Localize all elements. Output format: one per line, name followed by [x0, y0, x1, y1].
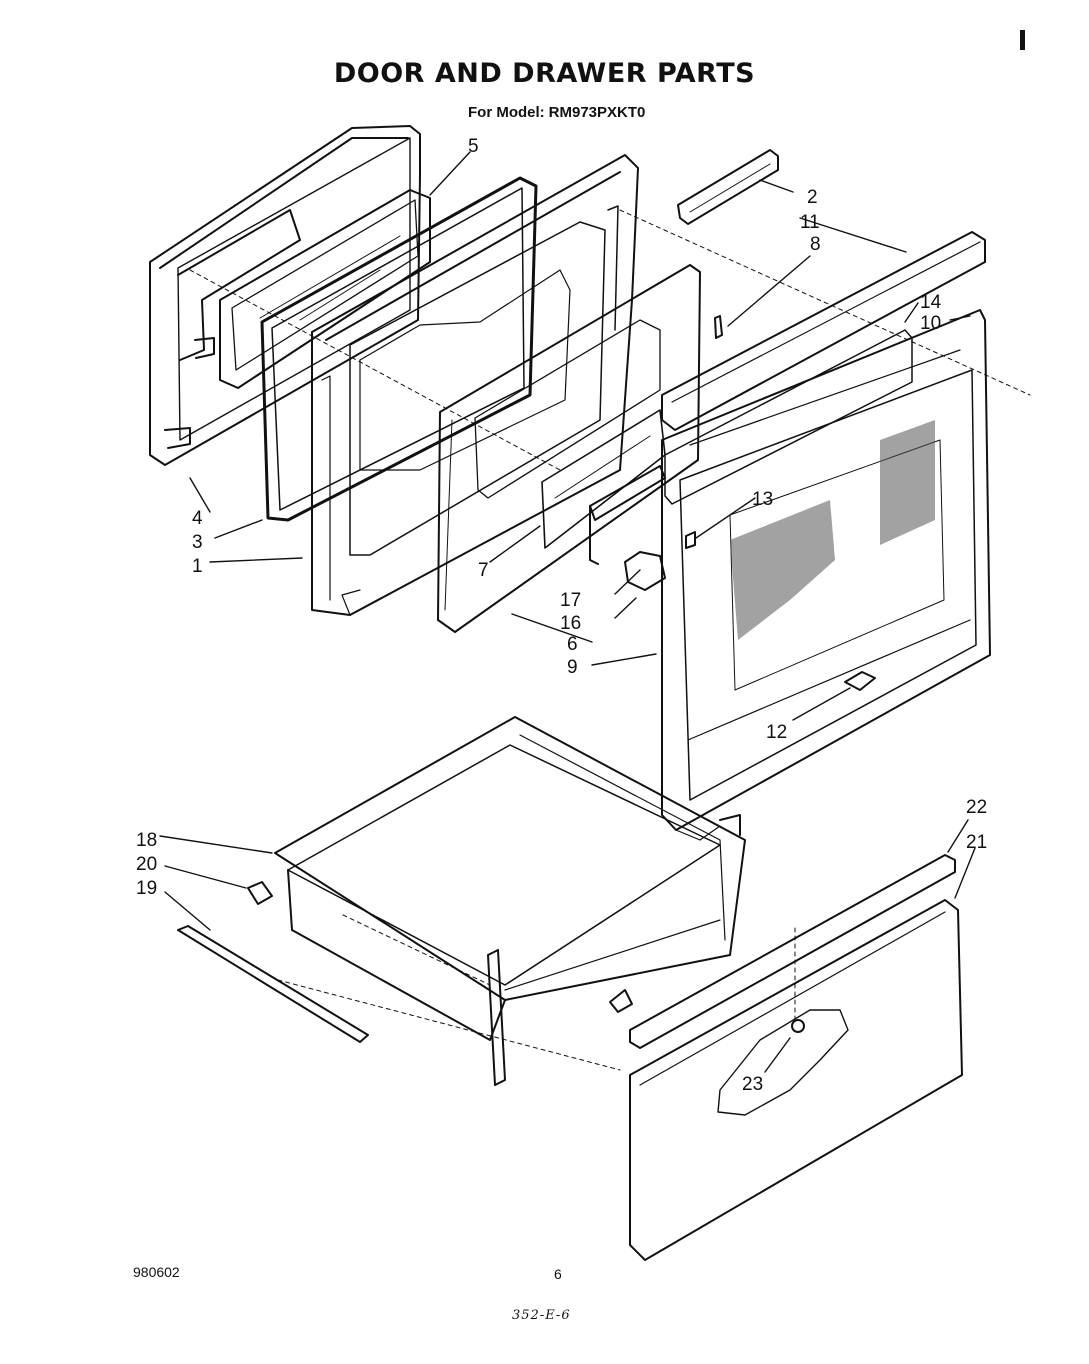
- part-23-badge: [717, 1009, 849, 1116]
- part-18-drawer: [274, 716, 746, 1041]
- part-21-drawer-front: [629, 899, 963, 1261]
- label-23: 23: [742, 1074, 763, 1095]
- model-label: For Model:: [468, 104, 545, 121]
- page-title: DOOR AND DRAWER PARTS: [333, 58, 756, 89]
- leader-lines: [159, 151, 976, 1073]
- label-2: 2: [807, 187, 818, 208]
- document-code: 980602: [133, 1264, 180, 1280]
- part-3-gasket: [260, 176, 538, 522]
- page-number: 6: [554, 1266, 562, 1282]
- label-18: 18: [136, 830, 157, 851]
- part-labels: 5 2 11 8 14 10 13 4 3 1 7 17 16 6 9 12 2…: [136, 136, 987, 1095]
- part-13-clip: [685, 531, 696, 549]
- model-number: RM973PXKT0: [548, 104, 646, 121]
- label-12: 12: [766, 722, 787, 743]
- label-10: 10: [920, 313, 941, 334]
- label-9: 9: [567, 657, 578, 678]
- label-5: 5: [468, 136, 479, 157]
- part-8-clip: [714, 315, 723, 339]
- label-4: 4: [192, 508, 203, 529]
- drawer-slide: [487, 949, 506, 1086]
- part-5-glass-pack: [219, 189, 431, 389]
- label-13: 13: [752, 489, 773, 510]
- label-7: 7: [478, 560, 489, 581]
- door-window-screen: [730, 420, 935, 640]
- label-3: 3: [192, 532, 203, 553]
- part-6-liner: [437, 264, 701, 633]
- part-9-outer-door: [661, 309, 991, 841]
- part-12-handle-clip: [844, 671, 876, 691]
- label-8: 8: [810, 234, 821, 255]
- label-22: 22: [966, 797, 987, 818]
- label-19: 19: [136, 878, 157, 899]
- label-1: 1: [192, 556, 203, 577]
- label-21: 21: [966, 832, 987, 853]
- label-20: 20: [136, 854, 157, 875]
- corner-mark: [1020, 30, 1025, 50]
- part-20-glide: [247, 881, 273, 905]
- part-19-rail: [177, 925, 369, 1043]
- part-22-trim: [629, 854, 956, 1049]
- label-11: 11: [800, 212, 820, 233]
- label-17: 17: [560, 590, 581, 611]
- part-4-door-liner: [149, 125, 421, 466]
- part-1-inner-door: [311, 154, 639, 616]
- handwritten-note: 352-E-6: [512, 1308, 571, 1323]
- part-14-vent-panel: [664, 329, 913, 505]
- label-6: 6: [567, 634, 578, 655]
- part-2-bracket: [677, 149, 779, 225]
- label-16: 16: [560, 613, 581, 634]
- model-line: For Model:RM973PXKT0: [468, 104, 649, 121]
- explosion-lines: [189, 209, 1031, 1071]
- part-11-vent-trim: [661, 231, 986, 431]
- label-14: 14: [920, 292, 942, 313]
